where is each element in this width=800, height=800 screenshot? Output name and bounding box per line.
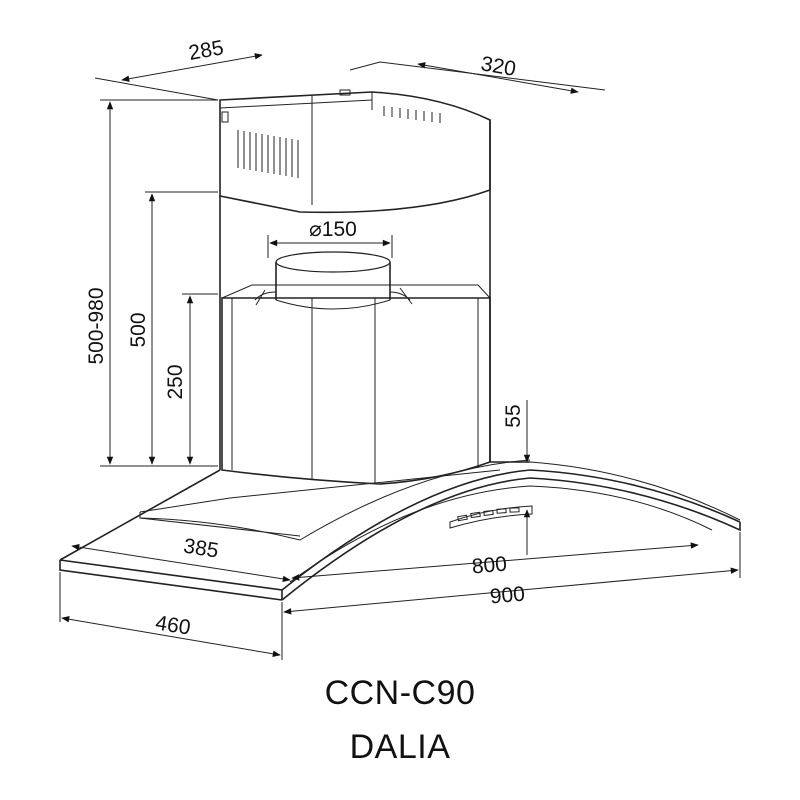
lower-chimney bbox=[219, 120, 491, 485]
extension-lines bbox=[59, 61, 741, 660]
dim-inner-width: 800 bbox=[471, 553, 508, 579]
dimension-lines bbox=[61, 53, 739, 657]
product-name: DALIA bbox=[349, 728, 451, 766]
dim-outer-depth: 460 bbox=[154, 611, 192, 639]
vent-slots-left bbox=[237, 130, 299, 178]
dim-duct-diameter: ⌀150 bbox=[309, 218, 357, 241]
dim-canopy-thickness: 55 bbox=[502, 404, 525, 427]
upper-chimney bbox=[219, 89, 491, 214]
dim-motor-height: 250 bbox=[164, 364, 187, 399]
control-panel bbox=[449, 505, 533, 529]
dim-chimney-depth: 285 bbox=[187, 36, 226, 65]
dim-overall-height: 500-980 bbox=[85, 287, 108, 364]
dimension-labels: 285 320 500-980 500 250 ⌀150 55 385 800 … bbox=[85, 36, 526, 639]
exhaust-duct-collar bbox=[254, 251, 413, 310]
dim-inner-depth: 385 bbox=[182, 534, 220, 562]
dim-outer-width: 900 bbox=[489, 583, 526, 609]
vent-slots-right bbox=[383, 106, 441, 123]
dim-lower-height: 500 bbox=[127, 312, 150, 347]
model-number: CCN-C90 bbox=[324, 674, 476, 712]
dim-chimney-width: 320 bbox=[479, 52, 518, 81]
